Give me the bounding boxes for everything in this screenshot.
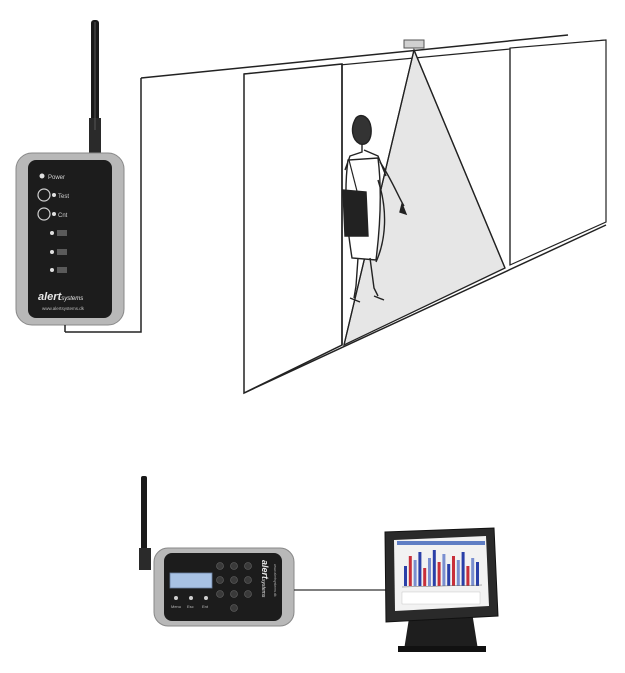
monitor-bar xyxy=(418,552,422,586)
cnt-button-ring xyxy=(37,207,51,221)
monitor-bar xyxy=(447,564,451,586)
person-illustration xyxy=(342,114,408,303)
floor-line xyxy=(243,224,607,394)
monitor-bar xyxy=(423,568,427,586)
led-test-label: Test xyxy=(58,194,69,200)
led-test xyxy=(52,193,56,197)
receiver-side-keys: Menu Esc Ent xyxy=(171,596,209,609)
monitor-bar xyxy=(437,562,441,586)
brand-url: www.alertsystems.dk xyxy=(42,306,85,311)
ceiling-top-line xyxy=(140,34,569,79)
receiver-brand: alertsystems xyxy=(260,560,270,598)
test-button-ring xyxy=(37,188,51,202)
receiver-face xyxy=(164,553,282,621)
receiver-lcd xyxy=(169,572,213,589)
monitor-bar xyxy=(476,562,479,586)
monitor-bar xyxy=(428,558,431,586)
monitor-bar xyxy=(442,554,446,586)
led-power-label: Power xyxy=(48,175,65,181)
monitor-bar xyxy=(471,558,475,586)
monitor-bar xyxy=(466,566,470,586)
status-leds: Power Test Cnt xyxy=(37,173,69,221)
key-esc-label: Esc xyxy=(187,604,194,609)
monitor-bar xyxy=(408,556,412,586)
data-collection-scene: Menu Esc Ent alertsystems www.alertsyste… xyxy=(139,476,499,652)
monitor xyxy=(384,527,499,652)
monitor-bar xyxy=(461,552,465,586)
monitor-bar xyxy=(404,566,407,586)
key-menu-label: Menu xyxy=(171,604,181,609)
monitor-bar xyxy=(413,560,417,586)
led-power xyxy=(39,173,45,179)
key-ent-label: Ent xyxy=(202,604,209,609)
monitor-bar xyxy=(452,556,455,586)
sensor-device: Power Test Cnt alertsystems www xyxy=(15,20,125,332)
receiver-keypad xyxy=(216,562,252,612)
monitor-bar xyxy=(456,560,460,586)
monitor-chart xyxy=(404,550,479,586)
ceiling-sensor xyxy=(403,39,425,49)
receiver-antenna xyxy=(141,476,147,566)
entrance-scene: Power Test Cnt alertsystems www xyxy=(15,20,607,395)
ceiling-line xyxy=(65,78,142,333)
antenna-base xyxy=(89,118,101,160)
monitor-bar xyxy=(432,550,436,586)
monitor-stand xyxy=(404,612,478,650)
left-door-panel xyxy=(243,63,343,395)
led-cnt xyxy=(52,212,56,216)
device-face xyxy=(28,160,112,318)
beam-right-edge xyxy=(413,49,506,269)
led-cnt-label: Cnt xyxy=(58,213,68,219)
indicator-segments xyxy=(50,230,67,273)
receiver-sub: www.alertsystems.dk xyxy=(273,564,277,597)
brand-logo: alertsystems xyxy=(38,291,83,303)
